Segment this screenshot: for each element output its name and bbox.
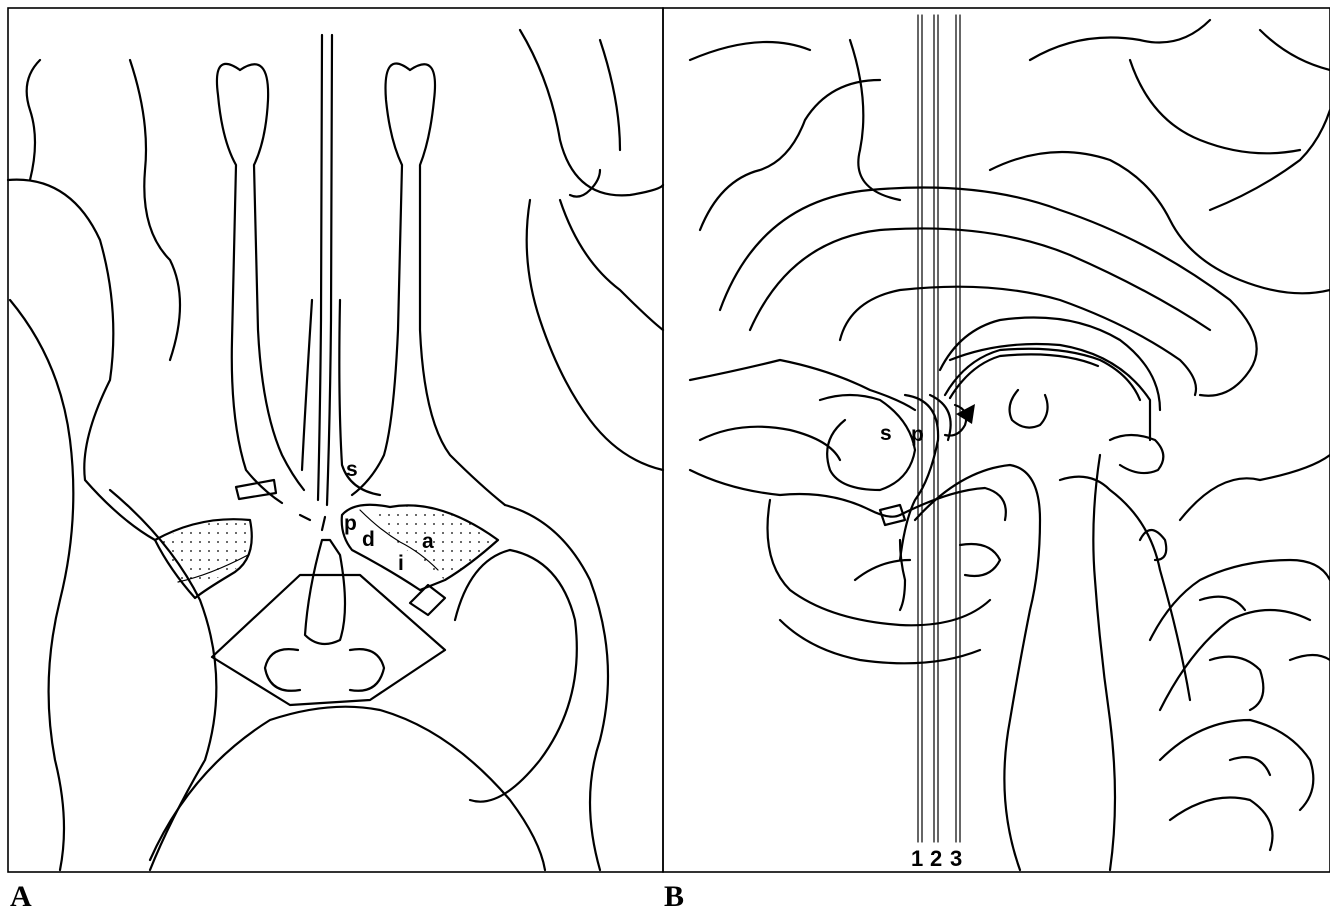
- section-label-3: 3: [950, 846, 962, 871]
- panel-a-frame: [8, 8, 663, 872]
- panel-a-drawing: [8, 30, 663, 870]
- panel-a: s p d a i A: [8, 8, 663, 911]
- panel-b-letter: B: [664, 880, 684, 911]
- section-label-2: 2: [930, 846, 942, 871]
- section-lines: [918, 15, 960, 842]
- label-a-p: p: [344, 512, 357, 535]
- panel-a-letter: A: [10, 880, 32, 911]
- label-a-i: i: [398, 552, 404, 575]
- label-a-d: d: [362, 528, 375, 551]
- label-b-p: p: [911, 423, 924, 446]
- section-label-1: 1: [911, 846, 923, 871]
- label-a-s: s: [346, 458, 358, 481]
- panel-b-drawing: [690, 20, 1330, 870]
- panel-b: s p 1 2 3 B: [663, 8, 1330, 911]
- label-b-s: s: [880, 422, 892, 445]
- panel-b-frame: [663, 8, 1330, 872]
- label-a-a: a: [422, 530, 434, 553]
